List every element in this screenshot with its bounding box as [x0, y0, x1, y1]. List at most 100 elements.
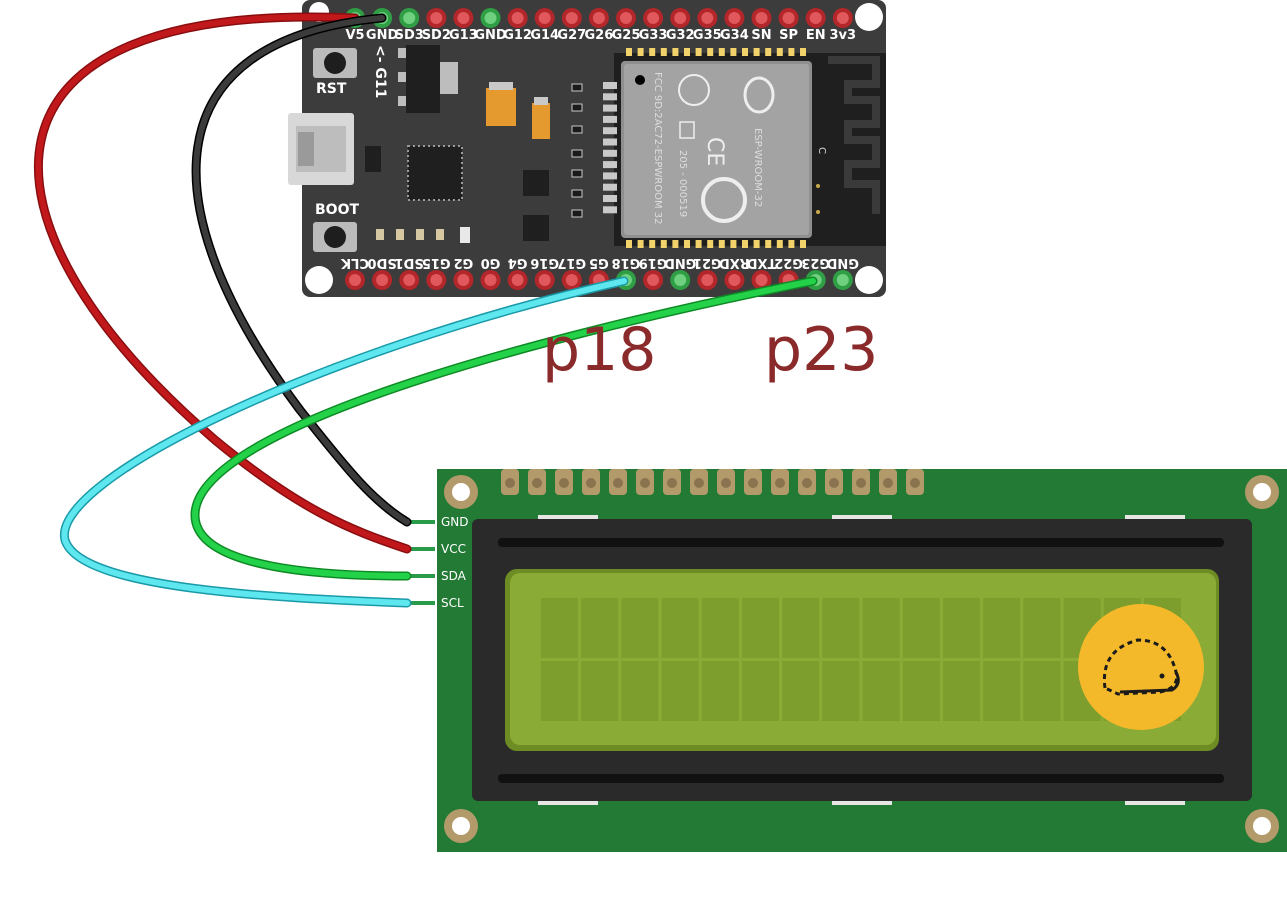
module-code: 205 - 000519: [677, 150, 688, 217]
lcd-cell: [902, 661, 940, 721]
pin-label: G4: [508, 255, 528, 270]
capacitor-small: [532, 103, 550, 139]
wifi-logo-icon: [743, 76, 775, 114]
lcd-cell: [581, 598, 619, 658]
mounting-holes: [444, 475, 1279, 843]
pin-g12[interactable]: [507, 8, 528, 28]
pin-sn[interactable]: [751, 8, 772, 28]
pin-g2[interactable]: [453, 270, 474, 290]
lcd-header-pins: [501, 469, 924, 495]
pin-en[interactable]: [805, 8, 826, 28]
lcd-cell: [902, 598, 940, 658]
pin-label: G15: [422, 255, 451, 270]
lcd-cell: [782, 661, 820, 721]
pin-label: G34: [720, 28, 749, 43]
module-fcc: FCC 9D:2AC72-ESPWROOM 32: [652, 72, 663, 224]
rst-button[interactable]: [313, 48, 357, 78]
lcd-cell: [822, 661, 860, 721]
pin-label: G25: [612, 28, 641, 43]
pin-label: 3v3: [830, 28, 857, 43]
antenna-label: C: [816, 147, 827, 154]
pin-sd0[interactable]: [372, 270, 393, 290]
boot-button[interactable]: [313, 222, 357, 252]
lcd-cell: [701, 598, 739, 658]
pin-g16[interactable]: [534, 270, 555, 290]
lcd-cell: [862, 598, 900, 658]
usb-port: [288, 113, 354, 185]
wire-vcc-red[interactable]: [33, 12, 412, 554]
wire-sda-green[interactable]: [190, 276, 818, 581]
pin-clk[interactable]: [345, 270, 365, 290]
pin-label: V5: [345, 28, 364, 43]
lcd-cell: [581, 661, 619, 721]
pin-g19[interactable]: [643, 270, 664, 290]
pin-annotation-p23: p23: [764, 315, 878, 385]
esp-wroom-module: ESP-WROOM-32 FCC 9D:2AC72-ESPWROOM 32 20…: [603, 48, 886, 248]
pin-g27[interactable]: [561, 8, 582, 28]
pin-g13[interactable]: [453, 8, 474, 28]
ce-mark-icon: CE: [702, 137, 727, 166]
pin-g35[interactable]: [697, 8, 718, 28]
lcd-cell: [862, 661, 900, 721]
lcd-cell: [661, 598, 699, 658]
pin-g21[interactable]: [697, 270, 718, 290]
pin-label: G23: [801, 255, 830, 270]
pin-g32[interactable]: [670, 8, 691, 28]
lcd-cell: [661, 661, 699, 721]
pin-label: G5: [589, 255, 609, 270]
boot-label: BOOT: [315, 202, 359, 218]
pin-g4[interactable]: [507, 270, 528, 290]
lcd-cell: [541, 598, 578, 658]
g11-label: <- G11: [372, 45, 388, 98]
usb-uart-chip: [407, 145, 463, 201]
pin-gnd[interactable]: [670, 270, 691, 290]
pin-label: G26: [585, 28, 614, 43]
pin-g17[interactable]: [561, 270, 582, 290]
lcd-cell: [983, 661, 1021, 721]
pin-label: G14: [530, 28, 559, 43]
pin-rxd[interactable]: [724, 270, 745, 290]
pin-sd2[interactable]: [426, 8, 447, 28]
pin-g26[interactable]: [588, 8, 609, 28]
pin-label: RXD: [719, 255, 750, 270]
pin-gnd[interactable]: [832, 270, 853, 290]
pin-g14[interactable]: [534, 8, 555, 28]
pin-gnd[interactable]: [480, 8, 501, 28]
pin-3v3[interactable]: [832, 8, 853, 28]
lcd-cell: [1023, 661, 1061, 721]
pin-txd[interactable]: [751, 270, 772, 290]
pin-label: G0: [481, 255, 501, 270]
pin-g0[interactable]: [480, 270, 501, 290]
pin-label: G35: [693, 28, 722, 43]
pin-label: G18: [612, 255, 641, 270]
pin-label: TXD: [746, 255, 776, 270]
pin-label: SD2: [422, 28, 451, 43]
pin-label: GND: [826, 255, 859, 270]
wire-gnd-black[interactable]: [191, 13, 412, 527]
pin-sp[interactable]: [778, 8, 799, 28]
wire-scl-cyan[interactable]: [60, 276, 629, 608]
lcd-pin-gnd: GND: [441, 515, 469, 529]
pin-sd3[interactable]: [399, 8, 420, 28]
lcd-pin-vcc: VCC: [441, 542, 466, 556]
esp32-board: ESP-WROOM-32 FCC 9D:2AC72-ESPWROOM 32 20…: [288, 0, 886, 297]
pin-label: G27: [557, 28, 586, 43]
pin-sd1[interactable]: [399, 270, 420, 290]
lcd-cell: [983, 598, 1021, 658]
lcd-cell: [943, 661, 980, 721]
pin-g33[interactable]: [643, 8, 664, 28]
lcd-cell: [822, 598, 860, 658]
voltage-regulator: [406, 45, 440, 113]
lcd-cell: [782, 598, 820, 658]
wires: [33, 12, 818, 608]
pin-g15[interactable]: [426, 270, 447, 290]
lcd-cell: [621, 661, 659, 721]
pin-g25[interactable]: [616, 8, 636, 28]
pin-g34[interactable]: [724, 8, 745, 28]
module-name: ESP-WROOM-32: [752, 128, 763, 207]
lcd-cell: [742, 598, 779, 658]
pin-label: SN: [751, 28, 771, 43]
